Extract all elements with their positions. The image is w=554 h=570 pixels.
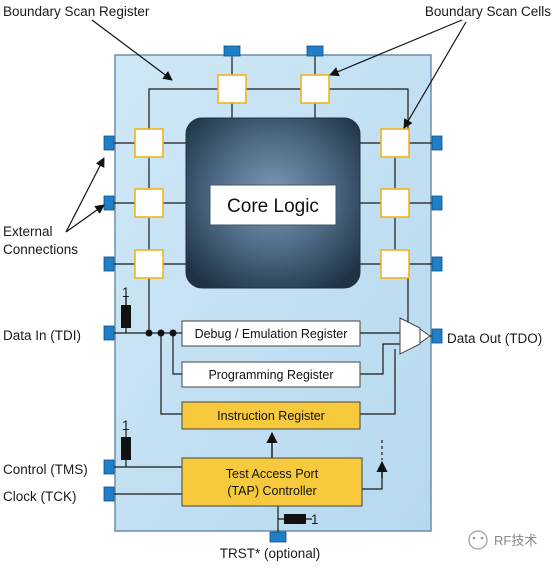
junction-dots bbox=[145, 329, 177, 337]
pin-right-3 bbox=[431, 256, 443, 272]
pin-top-left bbox=[223, 45, 241, 57]
trst-pulldown-one: 1 bbox=[311, 512, 319, 527]
control-label: Control (TMS) bbox=[3, 462, 88, 477]
core-logic-label: Core Logic bbox=[227, 196, 319, 217]
pin-right-2 bbox=[431, 195, 443, 211]
tap-controller-line2: (TAP) Controller bbox=[227, 484, 316, 498]
clock-label: Clock (TCK) bbox=[3, 489, 77, 504]
scan-cell-right-3 bbox=[380, 249, 410, 279]
scan-cell-left-2 bbox=[134, 188, 164, 218]
debug-register bbox=[181, 320, 361, 347]
debug-register-label: Debug / Emulation Register bbox=[195, 327, 348, 341]
pin-left-2 bbox=[103, 195, 115, 211]
data-in-label: Data In (TDI) bbox=[3, 328, 81, 343]
pin-left-3 bbox=[103, 256, 115, 272]
tdi-pullup-one: 1 bbox=[122, 285, 130, 300]
programming-register bbox=[181, 361, 361, 388]
core-logic-label-box bbox=[209, 184, 337, 226]
output-buffer bbox=[419, 328, 431, 344]
tdi-pullup-resistor bbox=[121, 305, 131, 328]
tap-controller bbox=[181, 457, 363, 507]
watermark: RF技术 bbox=[468, 530, 537, 550]
tms-pullup-resistor bbox=[121, 437, 131, 460]
external-connections-label-2: Connections bbox=[3, 242, 78, 257]
pin-right-1 bbox=[431, 135, 443, 151]
data-out-label: Data Out (TDO) bbox=[447, 331, 542, 346]
pin-tms bbox=[103, 459, 115, 475]
watermark-text: RF技术 bbox=[494, 533, 537, 548]
tms-pullup-one: 1 bbox=[122, 418, 130, 433]
pin-left-1 bbox=[103, 135, 115, 151]
programming-register-label: Programming Register bbox=[208, 368, 333, 382]
scan-cell-top-right bbox=[300, 74, 330, 104]
pin-tdi bbox=[103, 325, 115, 341]
instruction-register-label: Instruction Register bbox=[217, 409, 325, 423]
tap-controller-line1: Test Access Port bbox=[226, 467, 319, 481]
scan-cell-right-2 bbox=[380, 188, 410, 218]
boundary-scan-cells bbox=[134, 74, 410, 279]
scan-cell-right-1 bbox=[380, 128, 410, 158]
trst-label: TRST* (optional) bbox=[220, 546, 321, 561]
pin-tck bbox=[103, 486, 115, 502]
trst-pulldown-resistor bbox=[284, 514, 306, 524]
scan-cell-left-1 bbox=[134, 128, 164, 158]
callout-lines bbox=[65, 19, 467, 233]
boundary-scan-register-label: Boundary Scan Register bbox=[3, 4, 150, 19]
scan-cell-left-3 bbox=[134, 249, 164, 279]
output-mux bbox=[399, 317, 421, 355]
pin-tdo bbox=[431, 328, 443, 344]
pin-top-right bbox=[306, 45, 324, 57]
watermark-icon bbox=[468, 530, 488, 550]
pins bbox=[103, 45, 443, 543]
boundary-scan-cells-label: Boundary Scan Cells bbox=[425, 4, 551, 19]
instruction-register bbox=[181, 401, 361, 430]
pin-trst bbox=[269, 531, 287, 543]
scan-cell-top-left bbox=[217, 74, 247, 104]
external-connections-label-1: External bbox=[3, 224, 53, 239]
